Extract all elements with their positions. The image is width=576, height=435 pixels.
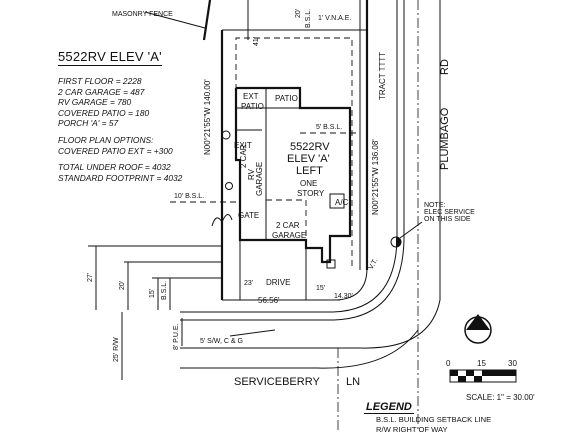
svg-text:23': 23' xyxy=(244,280,253,287)
svg-text:15: 15 xyxy=(477,359,486,368)
svg-text:STORY: STORY xyxy=(297,189,325,198)
spec-porch: PORCH 'A' = 57 xyxy=(58,118,119,129)
east-line-label: N00°21'55"W 136.08' xyxy=(371,139,380,215)
svg-text:PATIO: PATIO xyxy=(241,102,264,111)
svg-text:B.S.L.: B.S.L. xyxy=(161,281,168,300)
svg-text:8' P.U.E.: 8' P.U.E. xyxy=(173,323,180,350)
gate-label: GATE xyxy=(238,211,259,220)
svg-text:ON THIS SIDE: ON THIS SIDE xyxy=(424,216,471,223)
svg-text:0: 0 xyxy=(446,359,451,368)
house-label: 5522RV xyxy=(290,141,330,153)
plan-title: 5522RV ELEV 'A' xyxy=(58,49,162,66)
room-ext-patio: EXT xyxy=(243,92,259,101)
room-rv-garage: 2 CAR RV GARAGE xyxy=(239,144,264,196)
svg-text:2 CAR: 2 CAR xyxy=(239,144,248,168)
svg-text:RV: RV xyxy=(247,168,256,180)
svg-text:10' B.S.L.: 10' B.S.L. xyxy=(174,193,204,200)
svg-text:ELEV 'A': ELEV 'A' xyxy=(287,153,330,165)
spec-rv-garage: RV GARAGE = 780 xyxy=(58,97,132,108)
svg-text:ONE: ONE xyxy=(300,179,317,188)
svg-text:GARAGE: GARAGE xyxy=(272,231,306,240)
masonry-fence xyxy=(202,0,212,41)
street-name-serviceberry: SERVICEBERRY xyxy=(234,376,320,388)
svg-text:15': 15' xyxy=(316,285,325,292)
sidewalk-label: 5' S/W, C & G xyxy=(200,338,243,345)
option-covered-patio-ext: COVERED PATIO EXT = +300 xyxy=(58,145,173,156)
svg-text:14.30': 14.30' xyxy=(334,293,353,300)
svg-text:20': 20' xyxy=(119,281,126,290)
svg-text:GARAGE: GARAGE xyxy=(255,162,264,196)
scale-bar: 0 15 30 SCALE: 1" = 30.00' xyxy=(446,359,535,402)
svg-text:30: 30 xyxy=(508,359,517,368)
svg-text:RD: RD xyxy=(439,59,451,75)
exit-label: EXIT xyxy=(234,141,252,150)
legend-title: LEGEND xyxy=(364,401,414,414)
options-title: FLOOR PLAN OPTIONS: xyxy=(58,134,154,145)
west-line-label: N00°21'55"W 140.00' xyxy=(203,79,212,155)
spec-first-floor: FIRST FLOOR = 2228 xyxy=(58,76,142,86)
svg-text:ELEC SERVICE: ELEC SERVICE xyxy=(424,209,475,216)
drive-label: DRIVE xyxy=(266,278,290,287)
spec-covered-patio: COVERED PATIO = 180 xyxy=(58,107,150,118)
svg-text:5' B.S.L.: 5' B.S.L. xyxy=(316,124,342,131)
room-patio: PATIO xyxy=(275,94,298,103)
standard-footprint: STANDARD FOOTPRINT = 4032 xyxy=(58,172,183,183)
legend-item: R/W RIGHT OF WAY xyxy=(376,425,448,434)
svg-text:V.T.: V.T. xyxy=(368,258,380,271)
masonry-fence-label: MASONRY FENCE xyxy=(112,11,173,18)
total-under-roof: TOTAL UNDER ROOF = 4032 xyxy=(58,162,171,173)
svg-text:41': 41' xyxy=(253,37,260,46)
room-garage: 2 CAR xyxy=(276,221,300,230)
svg-text:27': 27' xyxy=(87,273,94,282)
legend: LEGEND B.S.L. BUILDING SETBACK LINE R/W … xyxy=(364,397,576,435)
spec-2-car-garage: 2 CAR GARAGE = 487 xyxy=(58,86,145,97)
svg-text:LEFT: LEFT xyxy=(296,165,323,177)
elec-note: NOTE: xyxy=(424,202,445,209)
svg-text:B.S.L.: B.S.L. xyxy=(305,9,312,28)
svg-text:1' V.N.A.E.: 1' V.N.A.E. xyxy=(318,15,351,22)
legend-item: B.S.L. BUILDING SETBACK LINE xyxy=(376,415,492,424)
north-arrow xyxy=(464,314,492,344)
svg-text:20': 20' xyxy=(295,9,302,18)
ac-label: A/C xyxy=(335,198,349,207)
house-outline xyxy=(234,86,352,264)
plan-info-block: 5522RV ELEV 'A' FIRST FLOOR = 2228 2 CAR… xyxy=(58,48,228,183)
svg-text:56.56': 56.56' xyxy=(258,296,280,305)
street-name-plumbago: PLUMBAGO xyxy=(439,107,451,170)
svg-text:LN: LN xyxy=(346,376,360,388)
svg-text:SCALE: 1" = 30.00': SCALE: 1" = 30.00' xyxy=(466,393,535,402)
svg-text:15': 15' xyxy=(149,289,156,298)
svg-text:25' R/W: 25' R/W xyxy=(113,337,120,362)
tract-label: TRACT TTTT xyxy=(378,52,387,100)
